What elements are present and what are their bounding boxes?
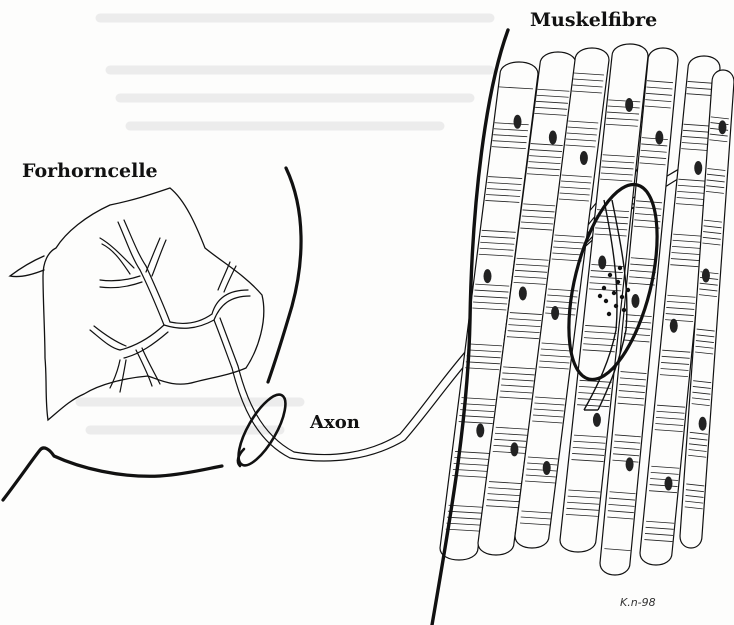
artist-signature: K.n-98 (620, 596, 656, 609)
nucleus (718, 120, 726, 134)
label-muskelfibre: Muskelfibre (530, 9, 657, 31)
label-axon: Axon (310, 412, 360, 433)
nucleus (598, 255, 606, 269)
nucleus (549, 131, 557, 145)
nucleus (510, 442, 518, 456)
nucleus (655, 131, 663, 145)
nucleus (593, 413, 601, 427)
nucleus (694, 161, 702, 175)
nucleus (580, 151, 588, 165)
nucleus (519, 286, 527, 300)
label-forhorncelle: Forhorncelle (22, 160, 158, 182)
nucleus (484, 269, 492, 283)
cord-right-edge (268, 168, 301, 382)
ventral-horn-outline (43, 188, 264, 420)
nucleus (664, 477, 672, 491)
nucleus (476, 424, 484, 438)
cord-left-edge (10, 256, 44, 277)
nucleus (699, 417, 707, 431)
nucleus (514, 115, 522, 129)
nucleus (670, 319, 678, 333)
nucleus (625, 98, 633, 112)
background-ghost-text (80, 18, 490, 430)
spinal-cord (3, 168, 301, 500)
cord-bottom-edge (3, 448, 222, 500)
nucleus (631, 294, 639, 308)
motor-neuron (90, 220, 250, 392)
nucleus (551, 306, 559, 320)
nucleus (626, 457, 634, 471)
nucleus (702, 269, 710, 283)
nucleus (543, 461, 551, 475)
